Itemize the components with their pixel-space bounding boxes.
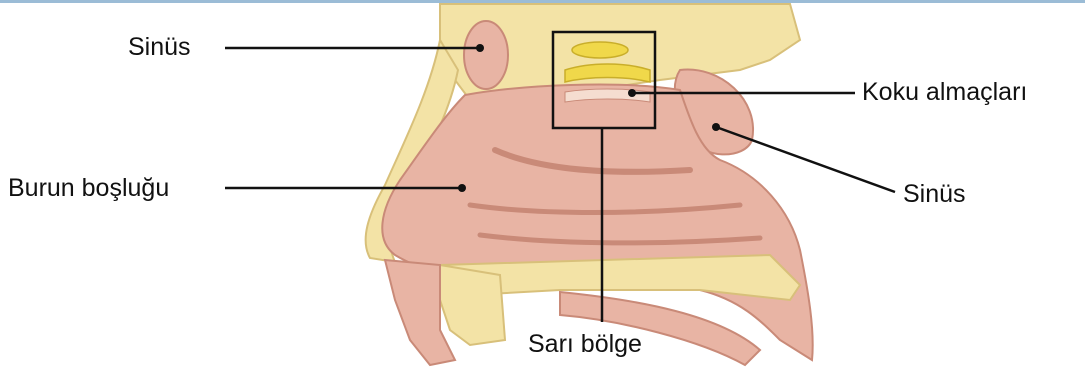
label-burun-boslugu: Burun boşluğu	[8, 176, 169, 201]
label-sari-bolge: Sarı bölge	[528, 332, 642, 357]
leader-dot-sinus-upper	[476, 44, 484, 52]
upper-lip-teeth	[440, 265, 505, 345]
frontal-sinus	[464, 21, 508, 89]
label-koku-almaclari: Koku almaçları	[862, 80, 1027, 105]
label-sinus-upper: Sinüs	[128, 35, 191, 60]
label-sinus-lower: Sinüs	[903, 182, 966, 207]
leader-dot-koku	[628, 89, 636, 97]
leader-dot-sinus-lower	[712, 123, 720, 131]
leader-dot-burun	[458, 184, 466, 192]
olfactory-bulb	[572, 42, 628, 58]
